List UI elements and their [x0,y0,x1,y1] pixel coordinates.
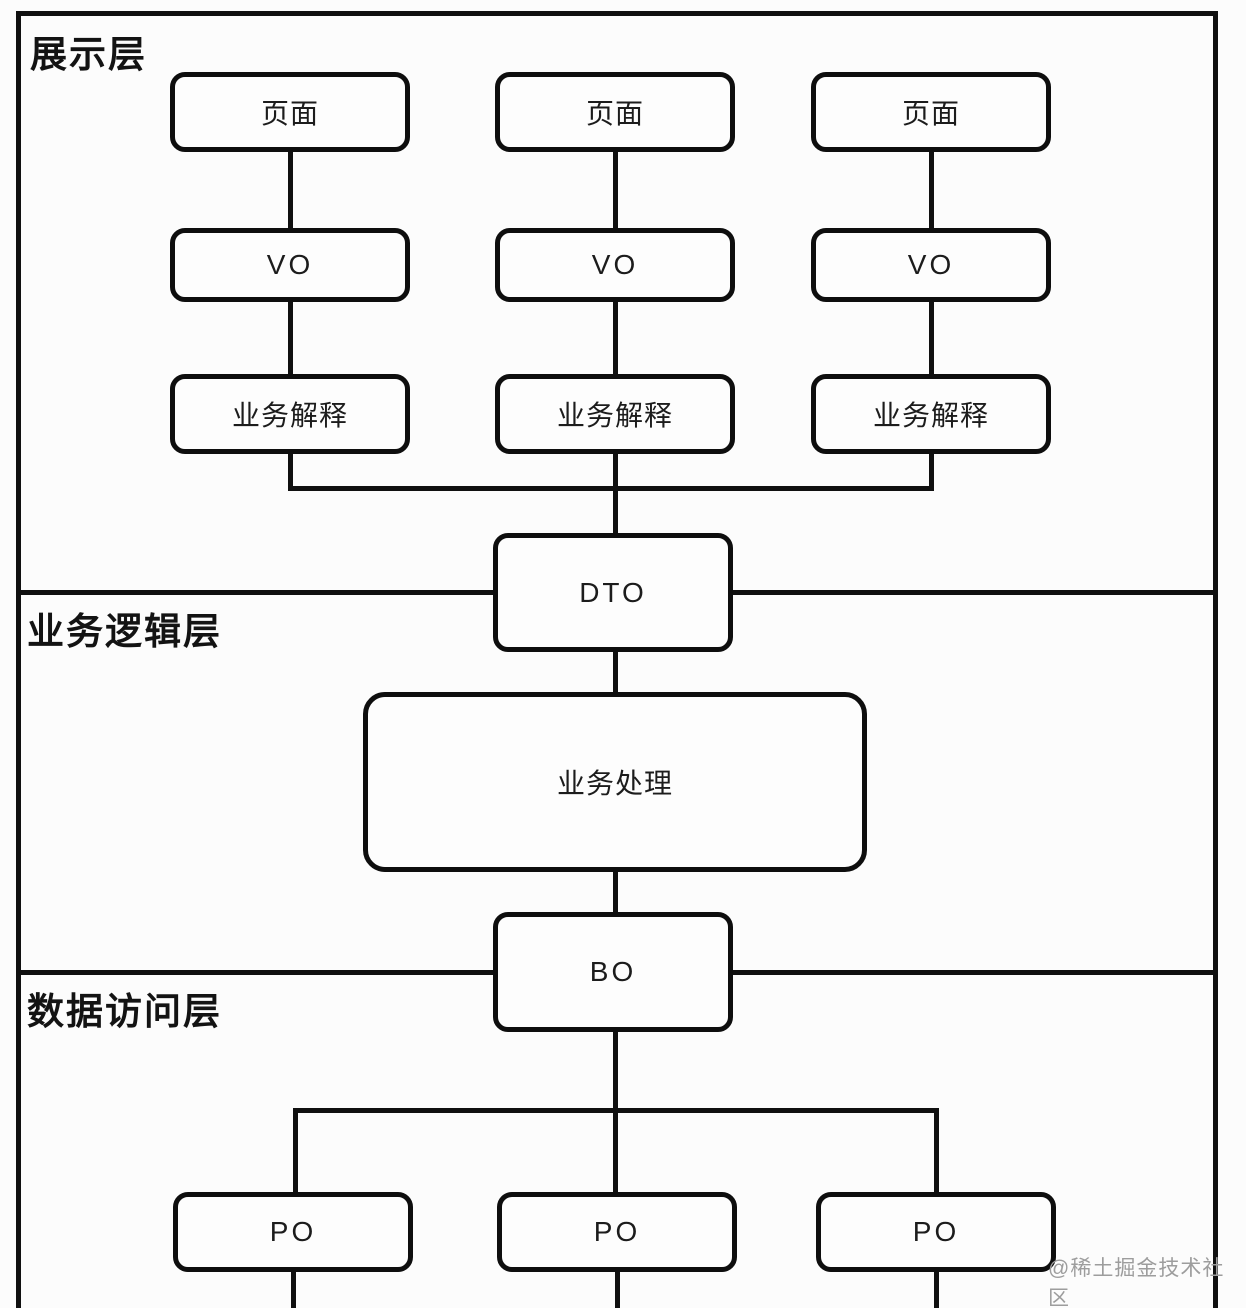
connector-branch-po3 [934,1108,939,1194]
connector-po2-down [615,1270,620,1308]
node-dto: DTO [493,533,733,652]
connector-vo2-interpreter2 [613,300,618,376]
node-bo: BO [493,912,733,1032]
merge-line-interpreters [288,486,934,491]
watermark-text: @稀土掘金技术社区 [1048,1257,1225,1308]
layer-label-presentation: 展示层 [30,34,147,75]
node-vo-1: VO [170,228,410,302]
node-interpreter-3: 业务解释 [811,374,1051,454]
connector-interpreter2-dto [613,452,618,535]
node-vo-3: VO [811,228,1051,302]
connector-vo1-interpreter1 [288,300,293,376]
connector-branch-po1 [293,1108,298,1194]
connector-dto-process [613,650,618,695]
connector-interpreter1-merge [288,452,293,491]
connector-interpreter3-merge [929,452,934,491]
node-interpreter-2: 业务解释 [495,374,735,454]
branch-line-po [293,1108,939,1113]
connector-page3-vo3 [929,150,934,230]
layer-label-data-access: 数据访问层 [27,991,222,1032]
connector-page1-vo1 [288,150,293,230]
connector-page2-vo2 [613,150,618,230]
diagram-outer-border [16,11,1218,1308]
node-page-3: 页面 [811,72,1051,152]
node-po-2: PO [497,1192,737,1272]
node-po-1: PO [173,1192,413,1272]
node-page-1: 页面 [170,72,410,152]
node-page-2: 页面 [495,72,735,152]
connector-po1-down [291,1270,296,1308]
connector-vo3-interpreter3 [929,300,934,376]
node-interpreter-1: 业务解释 [170,374,410,454]
node-vo-2: VO [495,228,735,302]
layer-label-business-logic: 业务逻辑层 [27,611,222,652]
connector-po3-down [934,1270,939,1308]
node-po-3: PO [816,1192,1056,1272]
connector-process-bo [613,870,618,915]
node-business-process: 业务处理 [363,692,867,872]
